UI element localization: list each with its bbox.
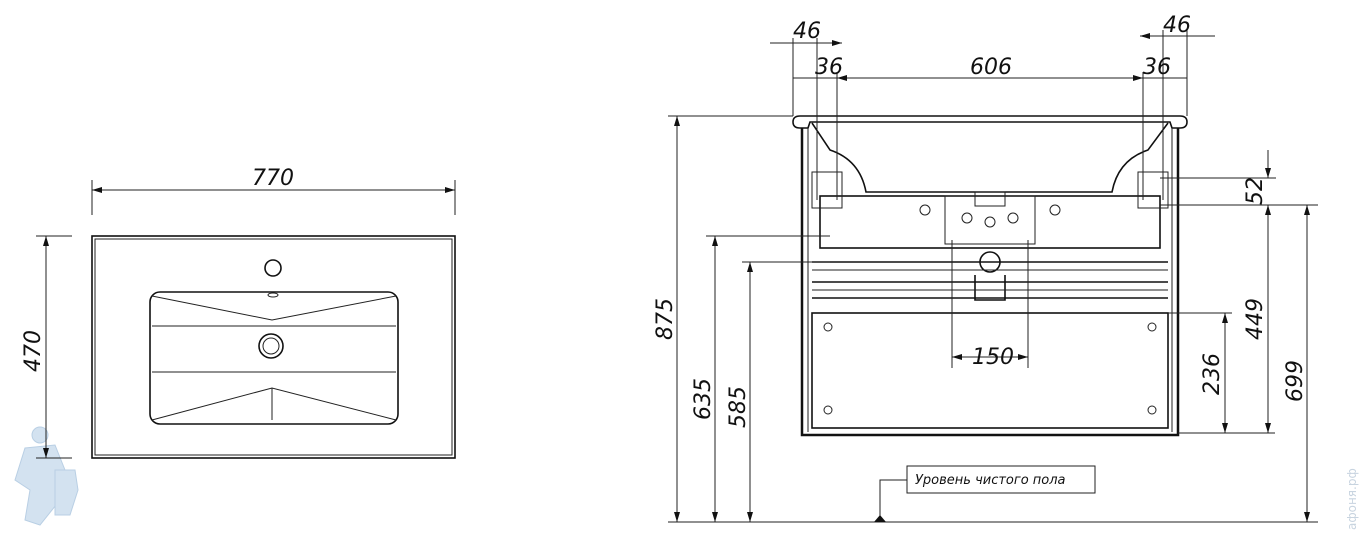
- faucet-hole: [264, 259, 282, 277]
- svg-text:635: 635: [691, 378, 716, 420]
- svg-text:585: 585: [726, 386, 751, 428]
- svg-text:46: 46: [1163, 13, 1191, 38]
- svg-text:875: 875: [653, 298, 678, 340]
- dim-699: 699: [1283, 205, 1310, 522]
- plumber-logo-watermark: [14, 426, 79, 526]
- svg-text:449: 449: [1243, 298, 1268, 340]
- dim-150: 150: [951, 240, 1029, 370]
- dim-236: 236: [1168, 312, 1275, 434]
- dim-449: 449: [1243, 205, 1271, 433]
- dim-52: 52: [1160, 150, 1318, 206]
- floor-level-callout: Уровень чистого пола: [874, 465, 1096, 522]
- dim-585: 585: [726, 261, 830, 522]
- svg-text:36: 36: [815, 55, 843, 80]
- dim-width: 770: [91, 166, 456, 215]
- sink-top-view: [91, 235, 456, 459]
- svg-text:Уровень чистого пола: Уровень чистого пола: [915, 473, 1066, 488]
- svg-text:770: 770: [252, 166, 294, 191]
- drain-hole: [258, 333, 284, 359]
- dim-row-606: 36 606 36: [793, 55, 1187, 200]
- watermark-text: афоня.рф: [1345, 468, 1359, 530]
- svg-text:470: 470: [21, 330, 46, 372]
- dim-635: 635: [691, 235, 830, 522]
- svg-text:52: 52: [1243, 177, 1268, 205]
- svg-text:36: 36: [1143, 55, 1171, 80]
- dim-depth: 470: [21, 235, 72, 459]
- vanity-front-view: [792, 115, 1188, 437]
- svg-text:46: 46: [793, 19, 821, 44]
- drawer-front: [811, 312, 1169, 429]
- svg-text:699: 699: [1283, 360, 1308, 402]
- svg-text:150: 150: [972, 345, 1014, 370]
- dim-overhang-right: 46: [1140, 13, 1215, 200]
- svg-text:236: 236: [1200, 353, 1225, 395]
- dim-875: 875: [653, 115, 793, 522]
- svg-text:606: 606: [970, 55, 1012, 80]
- dim-overhang-left: 46: [770, 19, 842, 200]
